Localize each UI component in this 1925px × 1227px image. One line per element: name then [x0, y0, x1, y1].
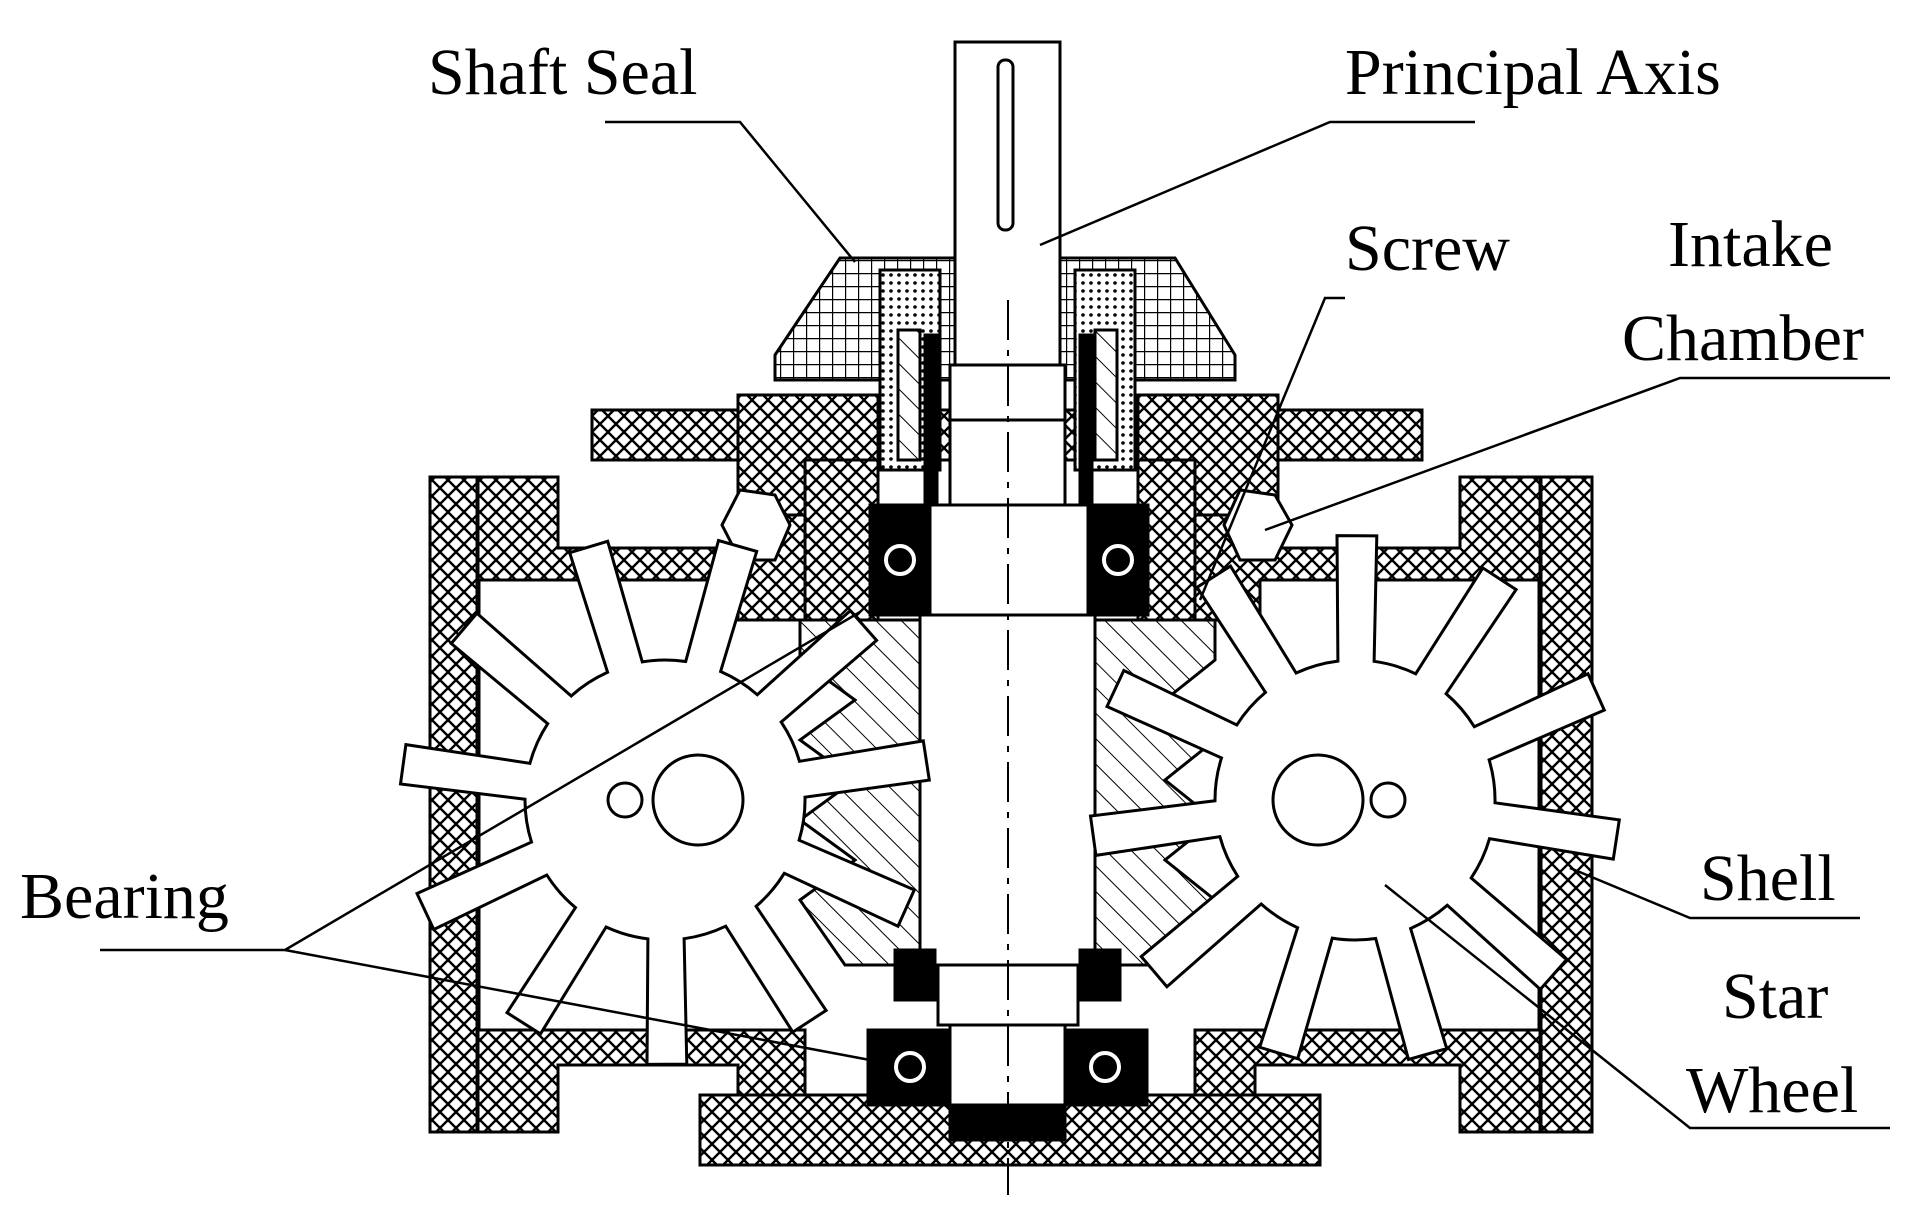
label-bearing: Bearing [20, 860, 229, 933]
label-intake-chamber-line1: Intake [1668, 208, 1833, 281]
label-star-wheel-line2: Wheel [1686, 1054, 1858, 1127]
bearings [866, 503, 1150, 1107]
label-screw: Screw [1345, 212, 1510, 285]
bearing-lower-left [866, 1028, 952, 1107]
intake-port-left [720, 488, 792, 562]
label-principal-axis: Principal Axis [1345, 36, 1721, 109]
star-wheels [398, 534, 1622, 1066]
star-wheel-left-hub [651, 753, 745, 847]
label-shaft-seal: Shaft Seal [428, 36, 697, 109]
star-wheel-left-pin [606, 781, 644, 819]
label-shell: Shell [1700, 842, 1836, 915]
diagram-labels: Shaft Seal Principal Axis Screw Intake C… [20, 36, 1864, 1127]
label-intake-chamber-line2: Chamber [1622, 302, 1864, 375]
principal-axis-shaft [918, 40, 1097, 1195]
star-wheel-right-pin [1369, 781, 1407, 819]
star-wheel-right-hub [1271, 753, 1365, 847]
bearing-upper-left [868, 503, 932, 617]
label-star-wheel-line1: Star [1722, 960, 1828, 1033]
bearing-lower-right [1063, 1028, 1149, 1107]
leader-lines [100, 120, 1890, 1130]
intake-port-right [1222, 488, 1294, 562]
bearing-upper-right [1086, 503, 1150, 617]
